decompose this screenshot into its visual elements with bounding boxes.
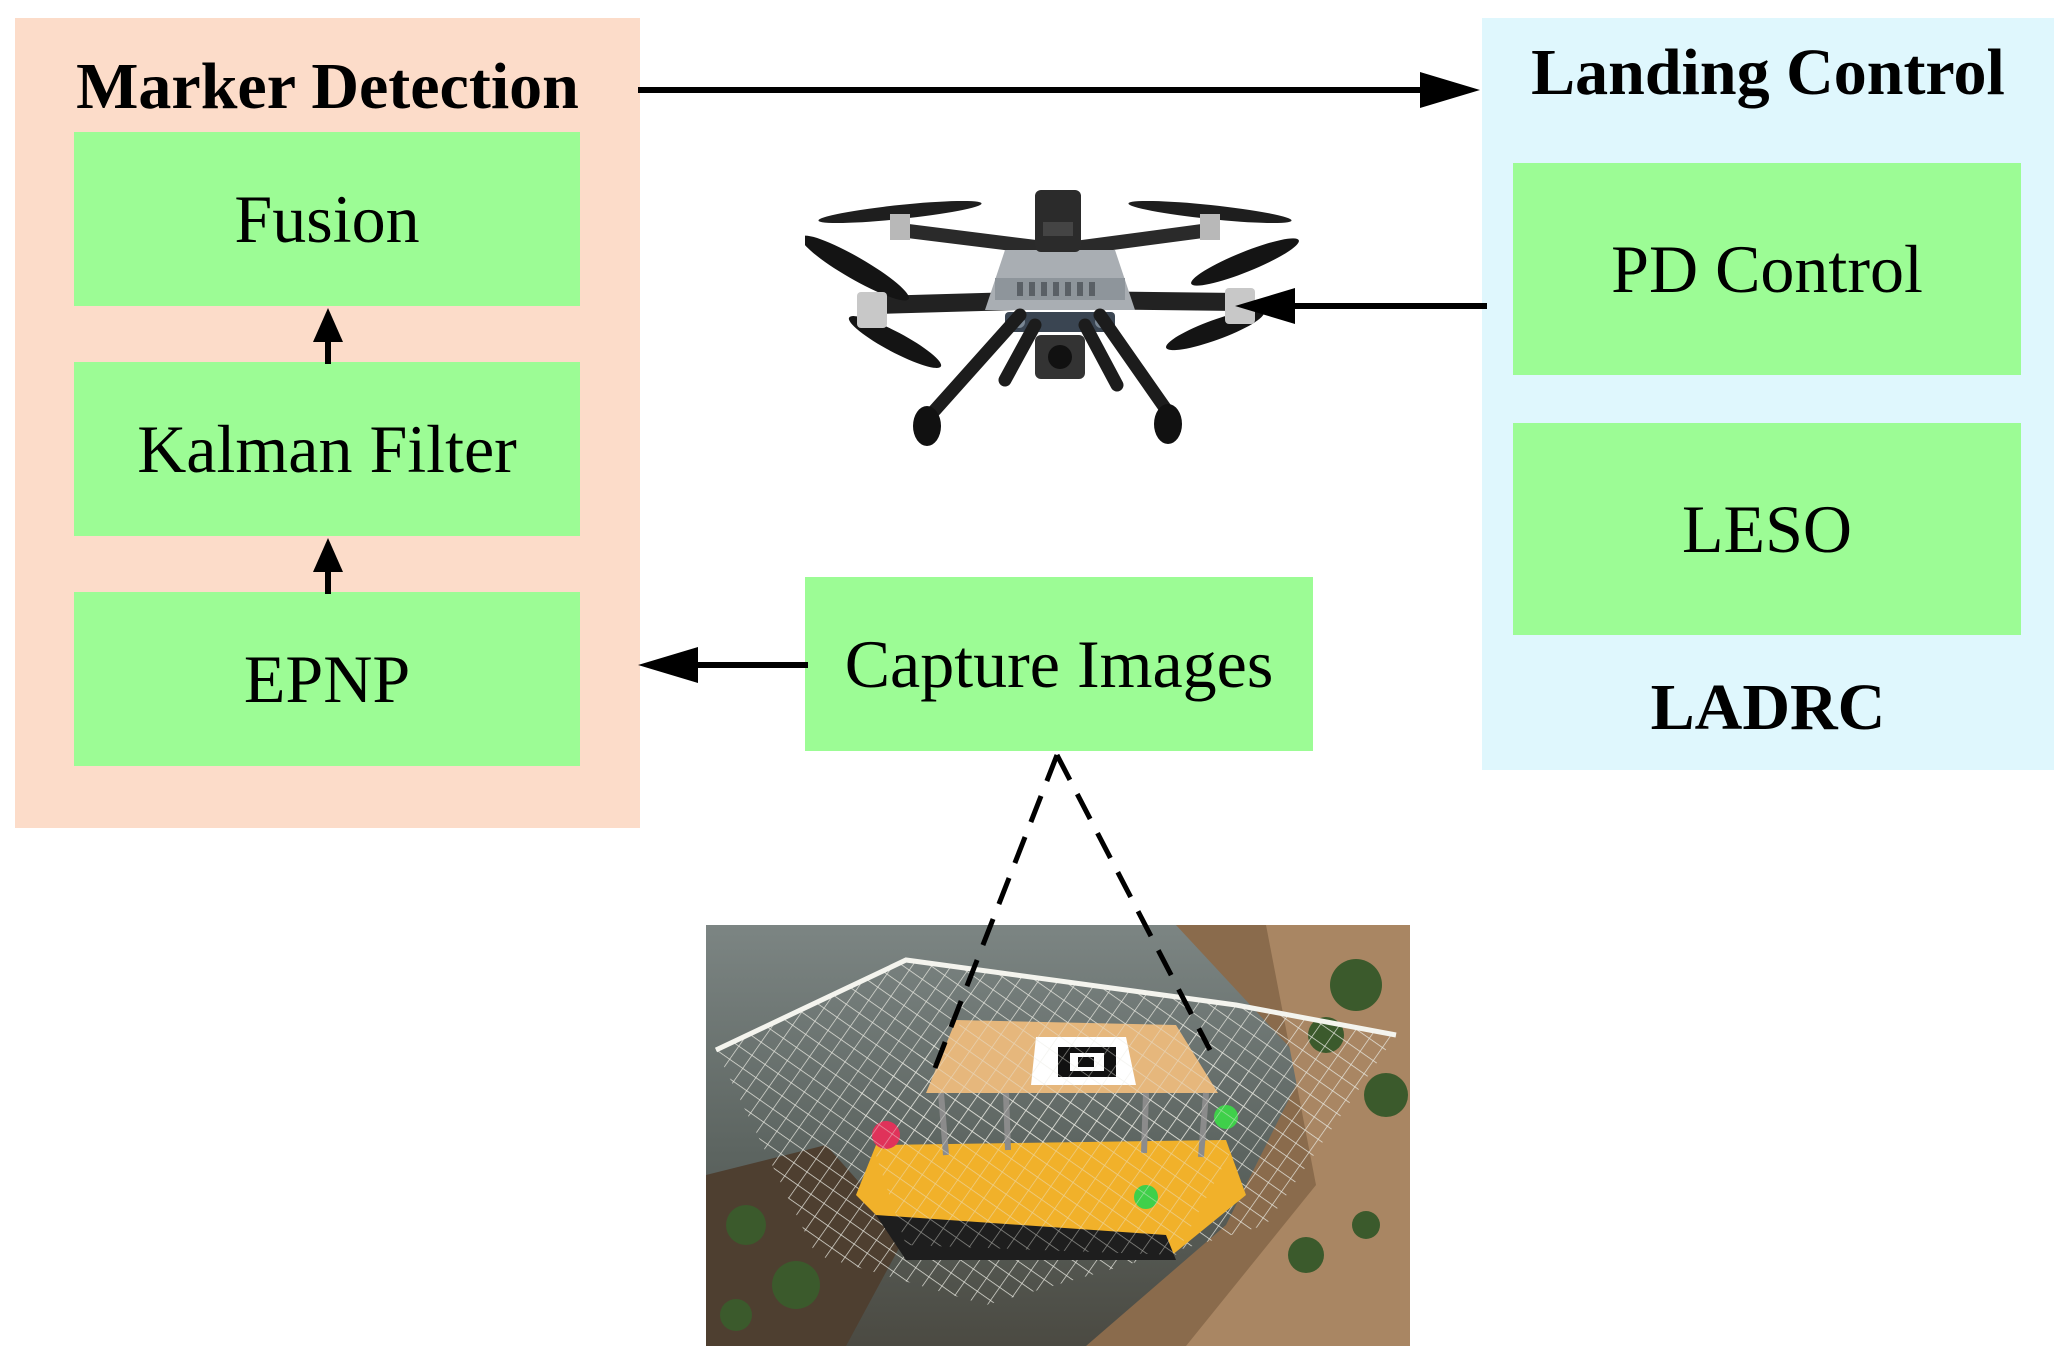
camera-view-right-line bbox=[1054, 753, 1213, 1052]
epnp-block: EPNP bbox=[74, 592, 580, 766]
arrowhead-pd-to-drone bbox=[1235, 288, 1295, 324]
kalman-filter-block: Kalman Filter bbox=[74, 362, 580, 536]
drone-image bbox=[805, 190, 1299, 446]
capture-images-block: Capture Images bbox=[805, 577, 1313, 751]
marker-detection-title: Marker Detection bbox=[76, 50, 579, 123]
arrowhead-kalman-to-fusion bbox=[313, 308, 343, 342]
landing-control-panel: Landing Control bbox=[1482, 18, 2054, 770]
pd-control-block: PD Control bbox=[1513, 163, 2021, 375]
ladrc-label: LADRC bbox=[1650, 671, 1886, 744]
arrowhead-epnp-to-kalman bbox=[313, 538, 343, 572]
boat-image bbox=[706, 925, 1410, 1346]
landing-control-title: Landing Control bbox=[1531, 36, 2005, 109]
fusion-block: Fusion bbox=[74, 132, 580, 306]
arrowhead-capture-to-epnp bbox=[638, 647, 698, 683]
arrowhead-marker-to-landing bbox=[1420, 72, 1480, 108]
camera-view-left-line bbox=[932, 754, 1060, 1069]
leso-block: LESO bbox=[1513, 423, 2021, 635]
